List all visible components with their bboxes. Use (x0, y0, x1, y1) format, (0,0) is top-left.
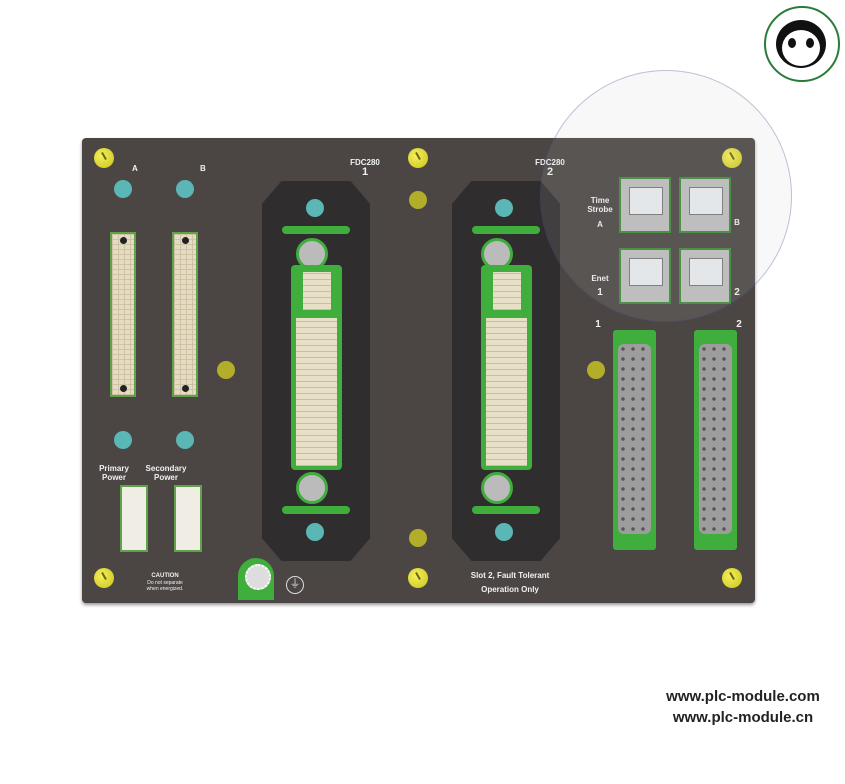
fdc1-connector-header (303, 272, 331, 310)
rotary-switch[interactable] (238, 558, 274, 600)
fdc2-latch-top[interactable] (481, 238, 513, 270)
fdc1-led-bottom (306, 523, 324, 541)
label-a: A (132, 164, 138, 173)
screw-icon (722, 568, 742, 588)
connector-b (172, 232, 198, 397)
standoff (409, 529, 427, 547)
watermark-url-com: www.plc-module.com (666, 688, 820, 705)
slot-note-line2: Operation Only (481, 585, 539, 594)
fdc1-guide-top (282, 226, 350, 234)
watermark-url-cn: www.plc-module.cn (672, 709, 814, 726)
fdc2-guide-bottom (472, 506, 540, 514)
fdc1-number: 1 (361, 166, 369, 178)
serial-port-2[interactable] (694, 330, 737, 550)
secondary-power-label: Secondary Power (145, 464, 187, 482)
standoff (217, 361, 235, 379)
fdc2-guide-top (472, 226, 540, 234)
fdc2-led-bottom (495, 523, 513, 541)
standoff (587, 361, 605, 379)
caution-text: Do not separate when energized. (146, 580, 184, 592)
connector-a (110, 232, 136, 397)
fdc1-model: FDC280 (350, 158, 380, 167)
panda-logo (764, 6, 840, 82)
serial-2-label: 2 (736, 319, 742, 330)
fdc1-latch-bottom[interactable] (296, 472, 328, 504)
caution-title: CAUTION (151, 573, 179, 579)
screw-icon (408, 148, 428, 168)
ground-icon: ⏚ (286, 576, 304, 594)
fdc1-guide-bottom (282, 506, 350, 514)
primary-power-label: Primary Power (99, 464, 129, 482)
serial-port-1[interactable] (613, 330, 656, 550)
slot-note-line1: Slot 2, Fault Tolerant (470, 571, 550, 580)
led-a (114, 180, 132, 198)
screw-icon (408, 568, 428, 588)
screw-icon (94, 568, 114, 588)
fdc2-latch-bottom[interactable] (481, 472, 513, 504)
fdc2-connector-body (486, 318, 527, 466)
led-secondary-power (176, 431, 194, 449)
label-b: B (200, 164, 206, 173)
watermark-circle (540, 70, 792, 322)
rotary-knob-icon (245, 564, 271, 590)
fdc2-connector-header (493, 272, 521, 310)
fdc1-led-top (306, 199, 324, 217)
fdc1-connector-body (296, 318, 337, 466)
primary-power-connector[interactable] (120, 485, 148, 552)
led-primary-power (114, 431, 132, 449)
standoff (409, 191, 427, 209)
fdc2-led-top (495, 199, 513, 217)
serial-1-label: 1 (595, 319, 601, 330)
secondary-power-connector[interactable] (174, 485, 202, 552)
screw-icon (94, 148, 114, 168)
led-b (176, 180, 194, 198)
